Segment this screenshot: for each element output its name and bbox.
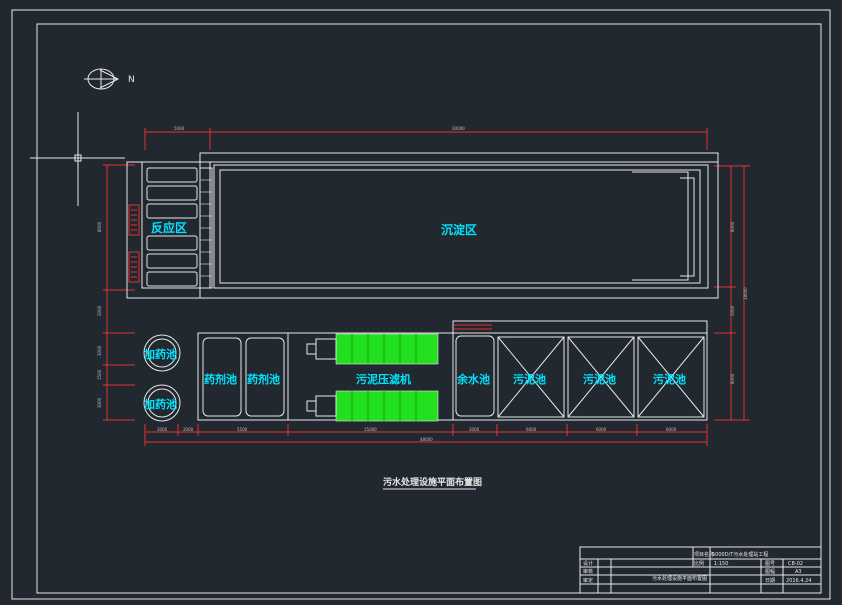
label-residual-water-tank: 余水池 [456, 372, 490, 386]
tb-approver-label: 审定 [583, 577, 593, 584]
dim-left-b1: 3000 [97, 345, 102, 356]
dim-right-mid: 2000 [730, 305, 735, 316]
right-dimensions: 8000 18000 2000 8000 [714, 165, 750, 421]
dim-right-total: 18000 [743, 287, 748, 300]
label-sedimentation-zone: 沉淀区 [441, 222, 477, 237]
ucs-crosshair-icon [30, 112, 125, 206]
dim-bottom-8: 6000 [666, 427, 677, 432]
inner-border [36, 23, 822, 594]
dim-right-upper: 8000 [730, 221, 735, 232]
north-label: N [128, 75, 135, 85]
dim-left-mid: 2000 [97, 305, 102, 316]
dim-top-main: 30000 [452, 126, 465, 131]
dim-left-upper: 8000 [97, 221, 102, 232]
tb-drawing-no-label: 图号 [765, 561, 775, 567]
label-chemical-tank-1: 药剂池 [204, 372, 237, 386]
dim-left-b3: 3000 [97, 397, 102, 408]
dim-bottom-total: 48000 [420, 437, 433, 442]
dim-bottom-2: 2000 [183, 427, 194, 432]
label-sludge-tank-2: 污泥池 [583, 372, 616, 386]
dim-top-left: 5000 [174, 126, 185, 131]
tb-size-label: 图幅 [765, 568, 775, 575]
top-dimensions: 5000 30000 [144, 126, 708, 150]
left-dimensions: 8000 2000 3000 1500 3000 [97, 164, 135, 421]
filter-press-2 [335, 390, 439, 422]
lower-building [143, 320, 708, 422]
label-reaction-zone: 反应区 [151, 220, 187, 235]
dim-bottom-7: 6000 [596, 427, 607, 432]
dim-left-b2: 1500 [97, 369, 102, 380]
label-chemical-tank-2: 药剂池 [247, 372, 280, 386]
bottom-dimensions: 3000 2000 5500 15000 3000 6000 6000 6000… [144, 424, 708, 446]
title-block: 项目名称 5000D/T污水处理站工程 比例 1:150 图号 CB-02 图幅… [579, 546, 822, 594]
tb-project-name: 5000D/T污水处理站工程 [712, 551, 768, 558]
tb-date: 2016.4.24 [786, 578, 811, 584]
tb-size: A3 [795, 569, 802, 575]
tb-title: 污水处理设施平面布置图 [652, 575, 707, 582]
dim-bottom-3: 5500 [237, 427, 248, 432]
tb-date-label: 日期 [765, 578, 775, 584]
dim-right-lower: 8000 [730, 373, 735, 384]
dim-bottom-6: 6000 [526, 427, 537, 432]
upper-building [126, 152, 719, 299]
label-dosing-tank-1: 加药池 [143, 347, 177, 361]
tb-designer-label: 设计 [583, 560, 593, 567]
tb-scale: 1:150 [714, 561, 728, 567]
dim-bottom-5: 3000 [469, 427, 480, 432]
tb-scale-label: 比例 [694, 560, 704, 567]
north-arrow-icon: N [84, 68, 135, 90]
dim-bottom-1: 3000 [157, 427, 168, 432]
label-dosing-tank-2: 加药池 [143, 397, 177, 411]
filter-press-1 [335, 333, 439, 365]
drawing-title: 污水处理设施平面布置图 [383, 476, 482, 488]
label-sludge-tank-3: 污泥池 [653, 372, 686, 386]
dim-bottom-4: 15000 [364, 427, 377, 432]
tb-project-label: 项目名称 [694, 551, 714, 558]
outer-border [11, 9, 831, 600]
tb-checker-label: 审核 [583, 568, 593, 575]
label-sludge-tank-1: 污泥池 [513, 372, 546, 386]
label-filter-press: 污泥压滤机 [356, 372, 411, 386]
tb-drawing-no: CB-02 [788, 561, 803, 567]
